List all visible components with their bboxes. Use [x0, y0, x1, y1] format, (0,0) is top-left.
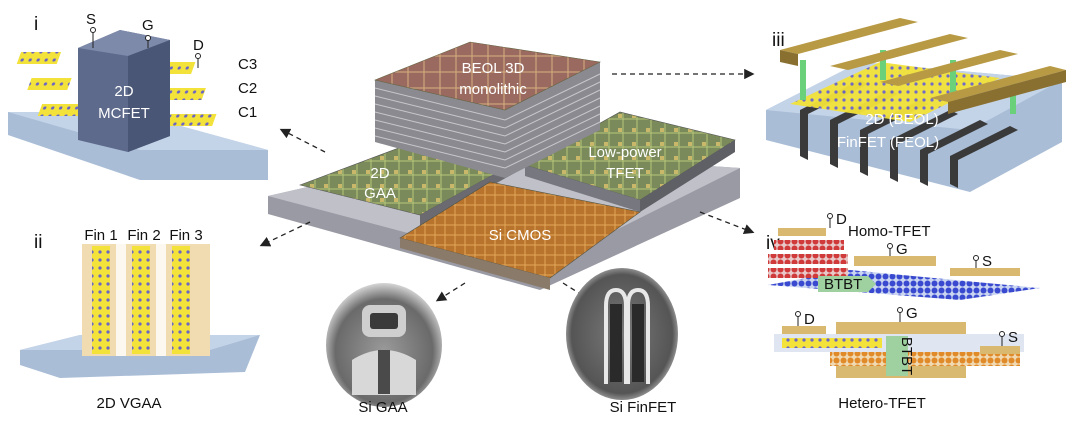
- arrow-to-panel-iv: [699, 211, 755, 235]
- arrow-to-panel-i: [279, 128, 326, 153]
- homo-btbt-label: BTBT: [824, 276, 862, 293]
- si-finfet-micrograph: Si FinFET: [566, 268, 678, 416]
- homo-btbt-arrow: [818, 276, 876, 292]
- arrow-to-panel-ii: [259, 221, 311, 247]
- channel-c2: C2: [238, 80, 257, 97]
- tfet-label-line2: TFET: [606, 165, 644, 182]
- center-chip: BEOL 3D monolithic 2D GAA Low-power TFET…: [268, 41, 740, 290]
- hetero-tfet-title: Hetero-TFET: [838, 395, 926, 412]
- terminal-d: D: [193, 37, 204, 54]
- si-finfet-caption: Si FinFET: [610, 399, 677, 416]
- mcfet-label-line2: MCFET: [98, 105, 150, 122]
- gaa-2d-label-line1: 2D: [370, 165, 389, 182]
- homo-tfet-title: Homo-TFET: [848, 223, 931, 240]
- terminal-g: G: [142, 17, 154, 34]
- si-cmos-label: Si CMOS: [489, 227, 552, 244]
- hetero-terminal-d: D: [804, 311, 815, 328]
- beol-label-line2: monolithic: [459, 81, 527, 98]
- vgaa-caption: 2D VGAA: [96, 395, 161, 412]
- terminal-s: S: [86, 11, 96, 28]
- mcfet-label-line1: 2D: [114, 83, 133, 100]
- hetero-tfet: D G S BTBT Hetero-TFET: [774, 305, 1024, 412]
- mcfet-channels: [16, 52, 217, 126]
- hetero-terminal-s: S: [1008, 329, 1018, 346]
- si-gaa-micrograph: Si GAA: [326, 283, 442, 416]
- panel-iii-id: iii: [772, 30, 785, 51]
- homo-tfet: D G S Homo-TFET BTBT: [768, 211, 1040, 300]
- fin-2-label: Fin 2: [127, 227, 160, 244]
- homo-terminal-d: D: [836, 211, 847, 228]
- channel-c3: C3: [238, 56, 257, 73]
- fin-3-label: Fin 3: [169, 227, 202, 244]
- arrows: [259, 68, 755, 302]
- panel-iii-3d: iii 2D (BEOL) FinFET (FEOL): [766, 18, 1066, 192]
- beol-stack: [373, 41, 601, 178]
- hetero-btbt-block: [886, 336, 908, 376]
- tfet-label-line1: Low-power: [588, 144, 661, 161]
- beol-label-line1: BEOL 3D: [462, 60, 525, 77]
- panel-ii-id: ii: [34, 232, 42, 253]
- panel-ii-vgaa: ii Fin 1 Fin 2 Fin 3 2D VGAA: [20, 227, 260, 412]
- beol-metal-lines: [780, 18, 1066, 114]
- fin-1-label: Fin 1: [84, 227, 117, 244]
- gaa-2d-label-line2: GAA: [364, 185, 396, 202]
- hetero-btbt-label: BTBT: [898, 337, 915, 375]
- arrow-to-si-gaa: [435, 282, 466, 302]
- panel-i-id: i: [34, 14, 38, 35]
- si-gaa-caption: Si GAA: [358, 399, 407, 416]
- panel-iv-tfets: iv D G S Homo-TFET BTBT: [766, 211, 1040, 412]
- panel-i-mcfet: i S G D 2D MCFET C3 C2 C1: [8, 11, 268, 180]
- homo-terminal-s: S: [982, 253, 992, 270]
- beol-2d-label: 2D (BEOL): [865, 111, 938, 128]
- hetero-terminal-g: G: [906, 305, 918, 322]
- channel-c1: C1: [238, 104, 257, 121]
- homo-terminal-g: G: [896, 241, 908, 258]
- feol-finfet-label: FinFET (FEOL): [837, 134, 939, 151]
- vgaa-fins: [82, 244, 210, 356]
